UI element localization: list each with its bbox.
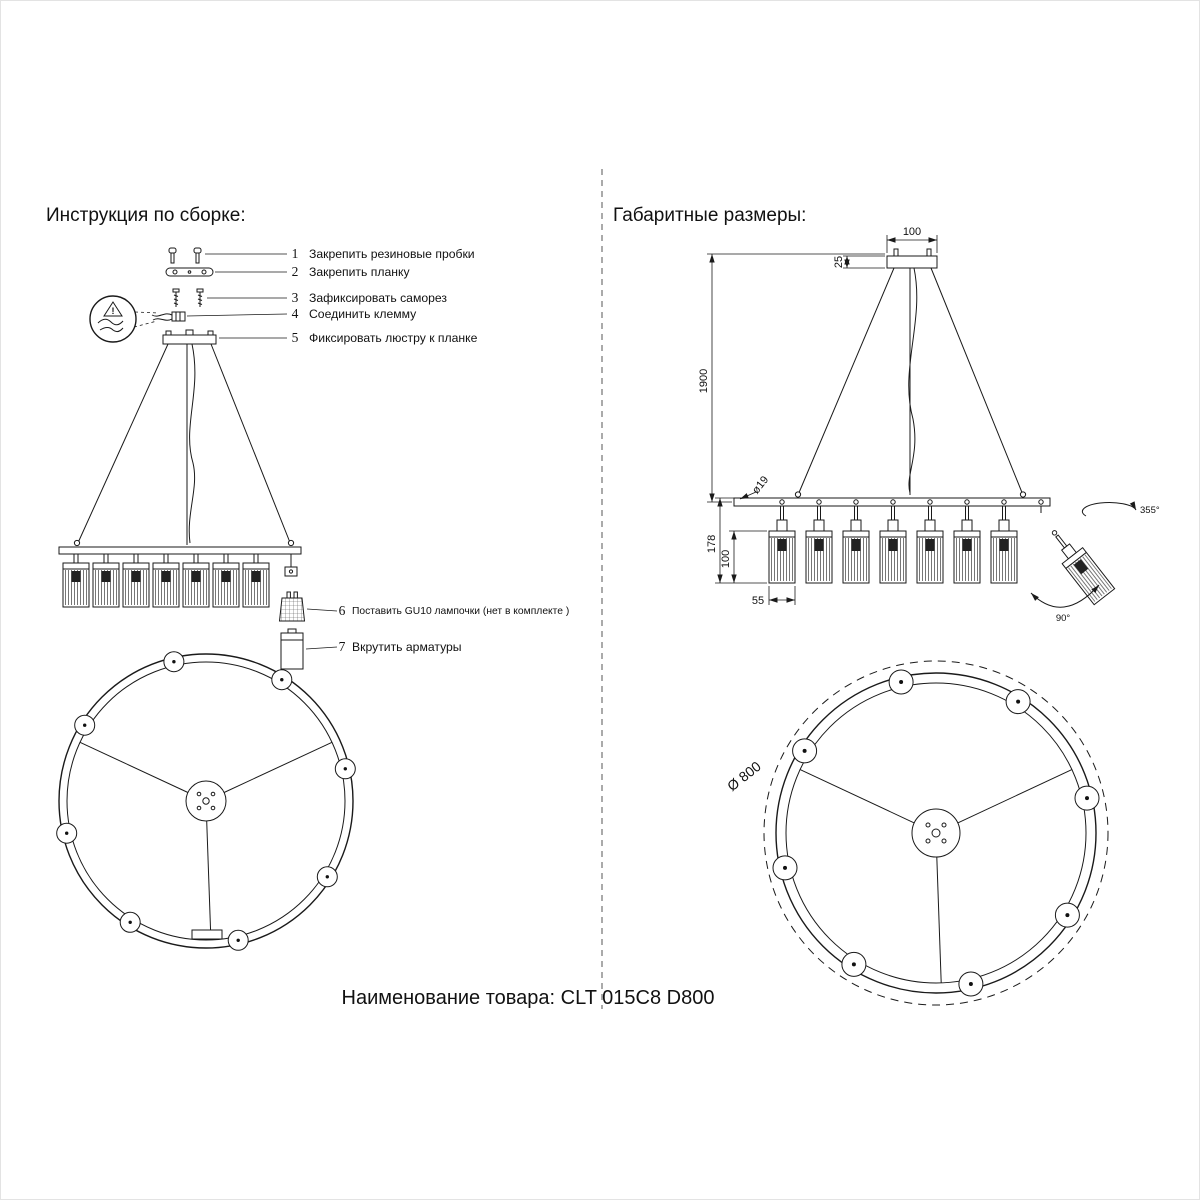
leader-step-4 xyxy=(186,313,288,317)
step-1-number: 1 xyxy=(292,246,299,261)
ring-lamps-right xyxy=(772,669,1100,997)
magnifier-detail: ! xyxy=(89,295,160,343)
step-3-number: 3 xyxy=(292,290,299,305)
warning-triangle-icon xyxy=(103,301,123,317)
assembly-panel: Инструкция по сборке: xyxy=(46,205,569,951)
step-4-label: Соединить клемму xyxy=(309,307,417,321)
step-5-number: 5 xyxy=(292,330,299,345)
product-name: Наименование товара: CLT 015C8 D800 xyxy=(342,987,715,1009)
svg-text:55: 55 xyxy=(752,595,764,607)
horizontal-rotation-icon: 355° xyxy=(1081,501,1160,517)
step-7-label: Вкрутить арматуры xyxy=(352,640,462,654)
lamp-bar xyxy=(58,546,302,555)
warning-mark: ! xyxy=(112,306,115,316)
step-7-number: 7 xyxy=(339,639,346,654)
step-1-label: Закрепить резиновые пробки xyxy=(309,247,475,261)
part-rubber-plugs xyxy=(168,247,202,264)
step-5-label: Фиксировать люстру к планке xyxy=(309,331,478,345)
ring-lamps-left xyxy=(56,651,356,951)
dim-canopy-height: 25 xyxy=(833,255,885,269)
step-4-number: 4 xyxy=(292,306,299,321)
leader-step-7 xyxy=(305,646,338,650)
assembly-title: Инструкция по сборке: xyxy=(46,205,246,226)
step-6-label: Поставить GU10 лампочки (нет в комплекте… xyxy=(352,606,569,617)
step-3-label: Зафиксировать саморез xyxy=(309,291,447,305)
svg-text:25: 25 xyxy=(833,256,845,268)
svg-text:100: 100 xyxy=(903,226,921,238)
dim-tube-diameter: ø19 xyxy=(739,474,771,500)
svg-text:90°: 90° xyxy=(1056,613,1071,624)
canopy-dim-view xyxy=(886,248,938,269)
gu10-bulb xyxy=(278,591,306,622)
svg-text:355°: 355° xyxy=(1140,505,1160,516)
step-6-number: 6 xyxy=(339,603,346,618)
armature-cylinder xyxy=(280,628,304,670)
dim-suspension-height: 1900 xyxy=(698,253,885,503)
part-mounting-strap xyxy=(165,267,214,277)
dim-canopy-width: 100 xyxy=(886,226,938,253)
dimensions-title: Габаритные размеры: xyxy=(613,205,806,226)
empty-socket xyxy=(284,554,298,577)
svg-text:178: 178 xyxy=(706,535,718,553)
side-view: 6 Поставить GU10 лампочки (нет в комплек… xyxy=(58,343,569,670)
dim-ring-diameter: Ø 800 xyxy=(724,758,764,794)
step-2-label: Закрепить планку xyxy=(309,265,410,279)
part-terminal xyxy=(151,311,186,322)
step-list: 1 Закрепить резиновые пробки 2 Закрепить… xyxy=(292,246,478,345)
suspension-cables xyxy=(794,267,1027,498)
leader-step-6 xyxy=(306,608,338,612)
svg-text:1900: 1900 xyxy=(698,369,710,393)
part-canopy xyxy=(162,329,217,345)
dim-side-view xyxy=(733,497,1051,584)
power-cord xyxy=(188,343,196,544)
top-view-left xyxy=(56,651,356,951)
part-screws xyxy=(172,288,204,307)
vertical-rotation-icon: 90° xyxy=(1030,522,1116,624)
dim-shade-height: 100 xyxy=(720,530,767,583)
svg-text:100: 100 xyxy=(720,550,732,568)
power-cord xyxy=(908,267,918,494)
dimensions-panel: Габаритные размеры: 100 25 1900 xyxy=(613,205,1160,1006)
dim-lamp-drop: 178 xyxy=(706,497,767,584)
step-2-number: 2 xyxy=(292,264,299,279)
dim-shade-width: 55 xyxy=(752,586,796,607)
top-view-right: Ø 800 xyxy=(724,660,1109,1006)
